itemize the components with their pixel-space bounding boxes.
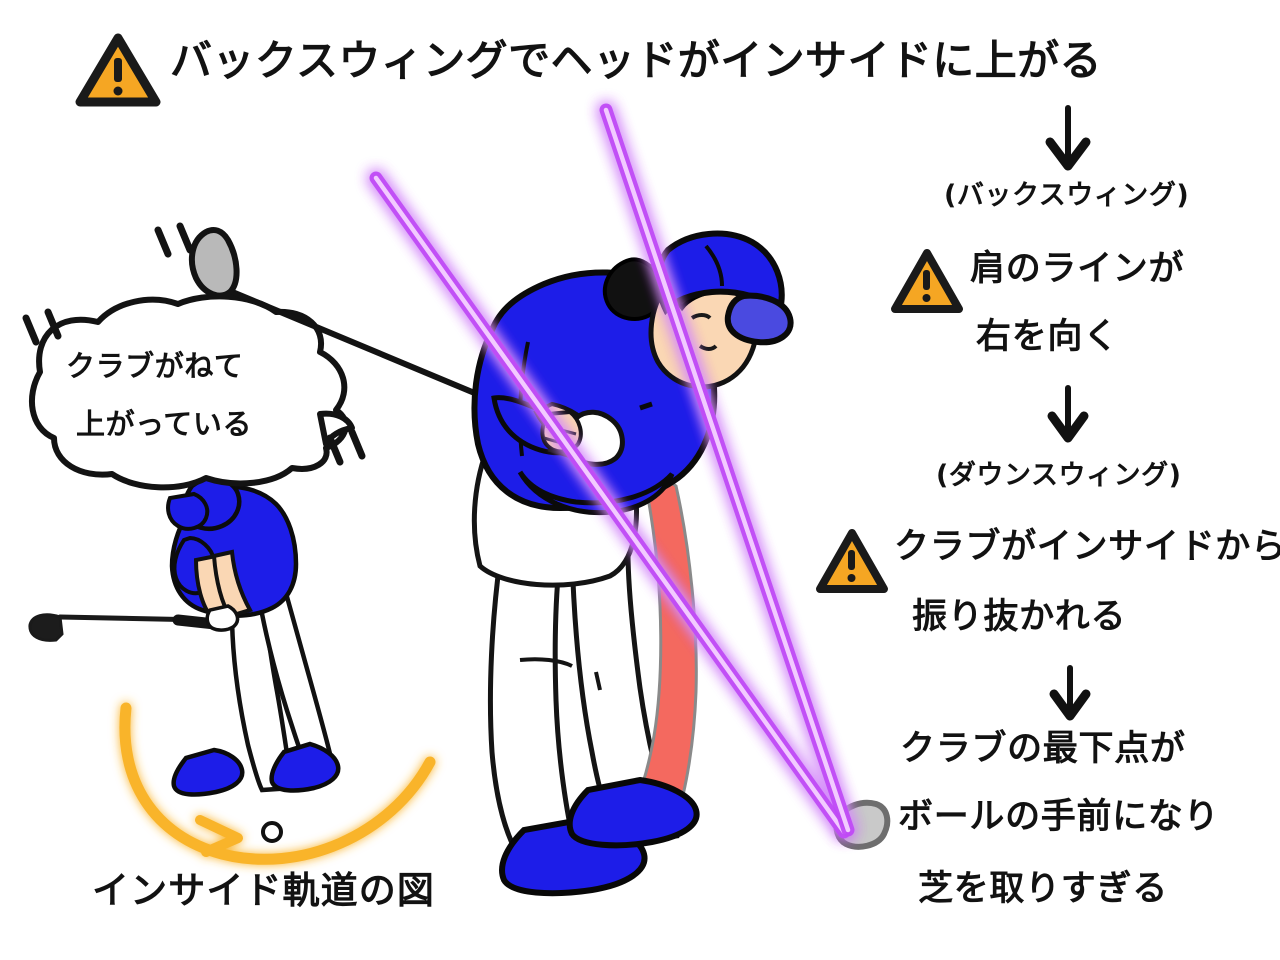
golfer-backswing-figure — [471, 230, 794, 897]
speech-bubble-shape — [22, 222, 366, 491]
golfer-cap-brim — [724, 292, 794, 346]
inside-path-arc — [119, 702, 436, 865]
inside-path-arc-arrow — [119, 702, 436, 865]
golfer-eye — [690, 313, 712, 320]
warning-triangle-icon-backswing — [891, 249, 963, 313]
golfer-leg-back — [487, 553, 580, 861]
golfer-knee-crease — [519, 657, 573, 668]
golf-ball-icon — [261, 821, 283, 843]
small-golfer-cap-brim — [166, 491, 210, 531]
swing-plane-line-upper-core — [603, 107, 851, 833]
down-arrow-icon-3 — [1049, 665, 1091, 721]
golfer-shoe-right — [566, 776, 700, 849]
emphasis-marks-club — [154, 222, 194, 258]
club-shaft — [215, 283, 523, 415]
warning-triangle-icon-downswing — [816, 529, 888, 593]
small-golfer-shoe-right — [269, 741, 341, 793]
golfer-cap-seam — [704, 244, 724, 287]
swing-plane-line-lower-core — [373, 175, 847, 835]
emphasis-marks-top-left — [22, 308, 62, 346]
down-arrow-icon-1 — [1045, 105, 1091, 171]
small-golfer-glove — [205, 604, 240, 632]
small-golfer-arm-right — [211, 549, 253, 619]
golfer-shirt-hem — [517, 470, 675, 516]
flow-arrows — [1045, 105, 1091, 721]
small-golfer-shoe-left — [171, 747, 245, 797]
golfer-knee-line — [594, 671, 602, 691]
emphasis-marks-bottom-right — [326, 428, 366, 466]
golfer-mouth — [698, 344, 718, 351]
speech-bubble-body — [28, 293, 349, 491]
golfer-shirt-button — [639, 401, 653, 411]
down-arrow-icon-2 — [1047, 385, 1089, 443]
inside-path-arrowhead — [195, 815, 243, 857]
swing-plane-lines — [369, 103, 855, 839]
small-golfer-club-head — [28, 613, 64, 642]
golfer-downline-figure — [28, 475, 341, 797]
club-head — [188, 227, 240, 299]
warning-triangle-icon-title — [75, 33, 161, 107]
